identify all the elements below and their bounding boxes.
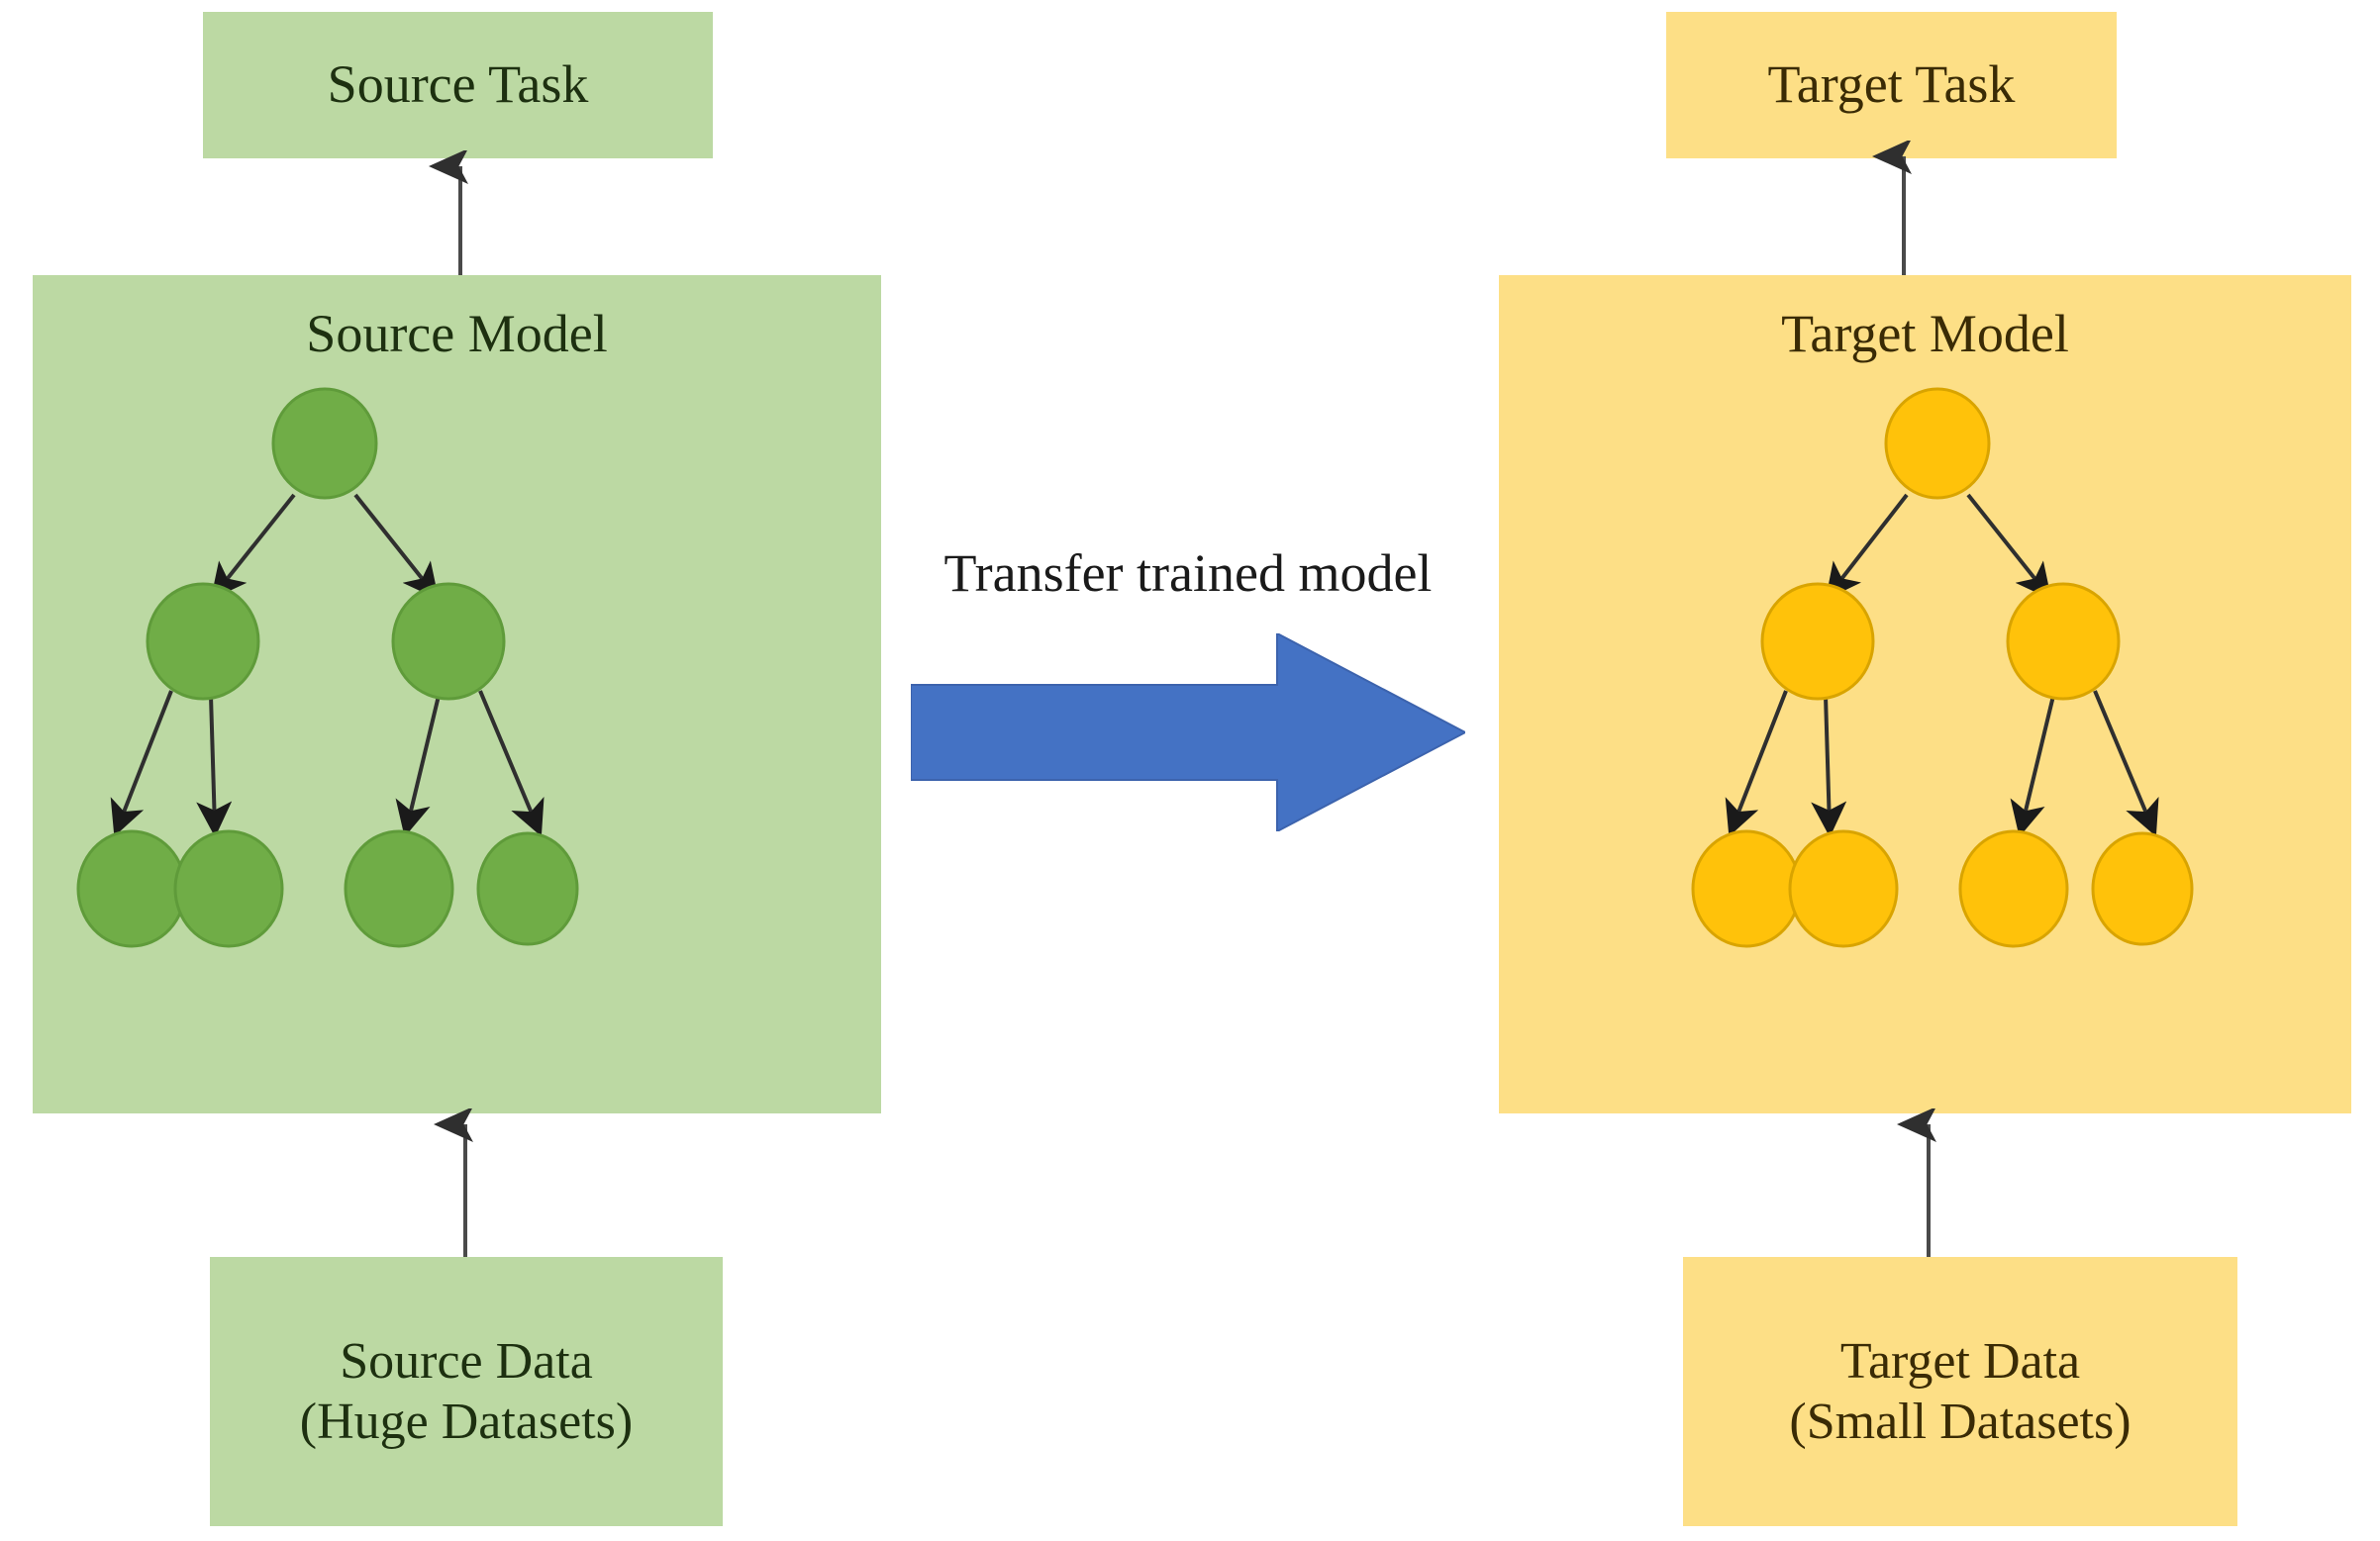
edge-mid-left-to-leaf-1 [110, 690, 173, 837]
transfer-arrow-label: Transfer trained model [943, 543, 1433, 603]
source-data-label-line2: (Huge Datasets) [299, 1394, 634, 1450]
edge-mid-right-to-leaf-4 [2093, 690, 2159, 837]
target-node-mid-right [2006, 582, 2121, 701]
source-task-label: Source Task [327, 54, 589, 115]
source-data-label-line1: Source Data [340, 1332, 593, 1390]
target-node-leaf-2 [1788, 829, 1899, 948]
source-task-box: Source Task [203, 12, 713, 158]
edge-mid-left-to-leaf-1 [1725, 690, 1788, 837]
edge-mid-right-to-leaf-3 [2010, 695, 2055, 837]
source-node-leaf-2 [173, 829, 284, 948]
target-data-label-line2: (Small Datasets) [1789, 1394, 2132, 1450]
edge-root-to-mid-left [210, 493, 296, 600]
source-node-mid-right [391, 582, 506, 701]
target-model-to-task-arrow [1872, 141, 1912, 279]
source-node-leaf-4 [476, 831, 579, 946]
target-model-panel: Target Model [1499, 275, 2351, 1113]
edge-mid-left-to-leaf-2 [1811, 695, 1847, 837]
edge-mid-right-to-leaf-4 [478, 690, 545, 837]
target-node-root [1884, 387, 1991, 500]
edge-root-to-mid-right [353, 493, 440, 600]
source-model-panel: Source Model [33, 275, 881, 1113]
source-model-to-task-arrow [429, 150, 468, 279]
edge-mid-left-to-leaf-2 [196, 695, 233, 837]
source-node-leaf-3 [344, 829, 454, 948]
target-model-tree [1691, 387, 2194, 948]
source-data-box: Source Data (Huge Datasets) [210, 1257, 723, 1526]
target-node-leaf-1 [1691, 829, 1802, 948]
transfer-arrow-icon [911, 633, 1465, 831]
source-node-leaf-1 [76, 829, 187, 948]
source-data-to-model-arrow [434, 1108, 473, 1265]
target-node-leaf-4 [2091, 831, 2194, 946]
source-node-root [271, 387, 378, 500]
source-model-tree [76, 387, 579, 948]
source-node-mid-left [146, 582, 260, 701]
target-data-label-line1: Target Data [1839, 1332, 2081, 1390]
target-data-box: Target Data (Small Datasets) [1683, 1257, 2237, 1526]
target-task-box: Target Task [1666, 12, 2117, 158]
target-node-mid-left [1760, 582, 1875, 701]
target-task-label: Target Task [1767, 54, 2016, 115]
edge-root-to-mid-left [1825, 493, 1909, 600]
target-data-to-model-arrow [1897, 1108, 1936, 1265]
edge-mid-right-to-leaf-3 [395, 695, 441, 837]
edge-root-to-mid-right [1966, 493, 2052, 600]
target-node-leaf-3 [1958, 829, 2069, 948]
